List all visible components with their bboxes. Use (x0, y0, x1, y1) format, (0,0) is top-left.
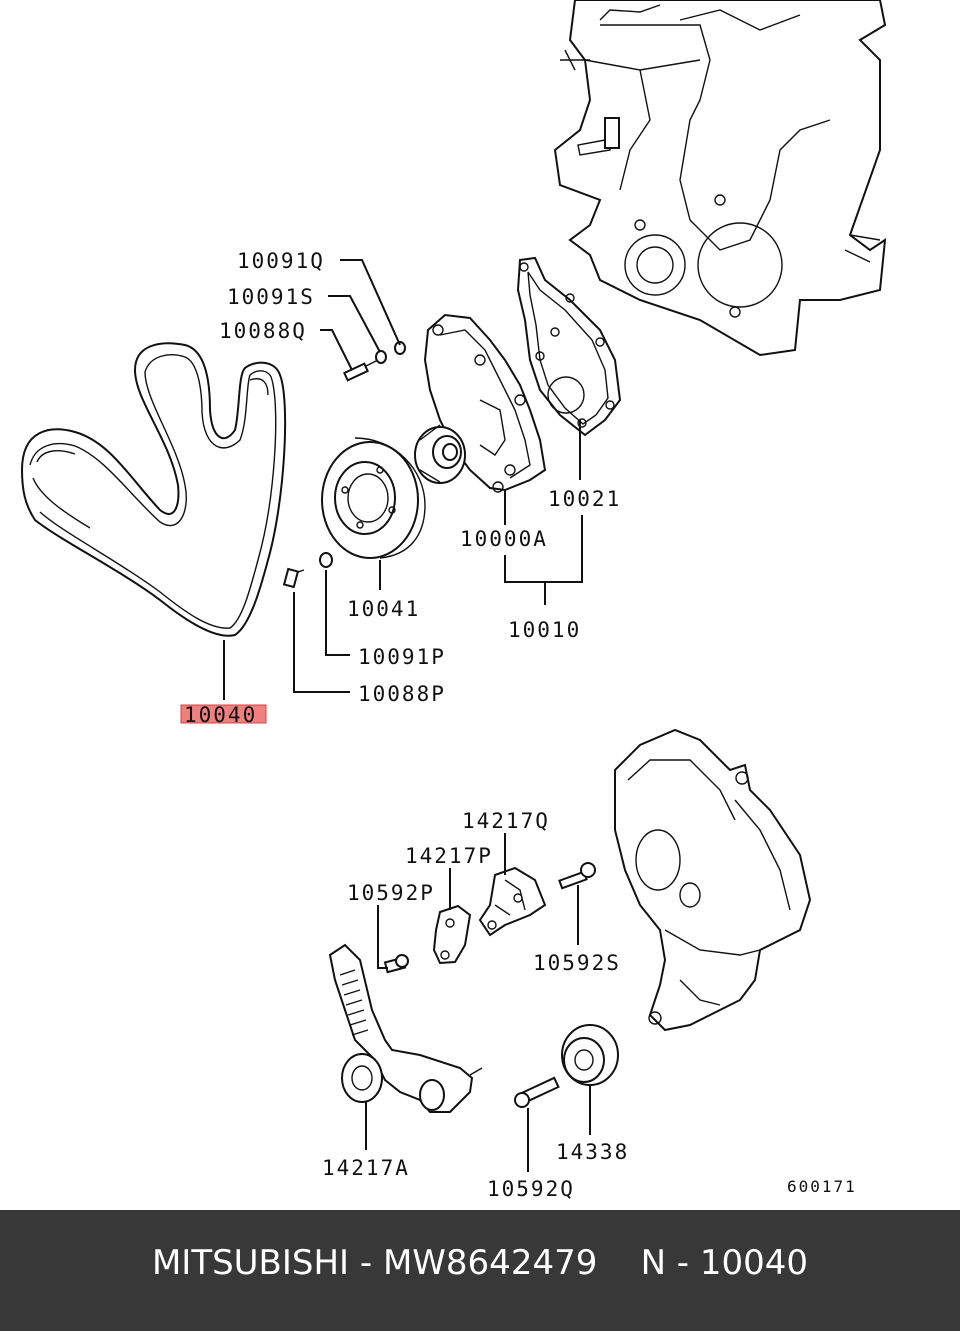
parts-diagram: 10091Q 10091S 10088Q 10021 10000A 10041 … (20, 0, 887, 1201)
bolt-10592Q (514, 1076, 560, 1108)
washer-10091Q (394, 341, 406, 355)
drive-belt-10040 (20, 342, 287, 637)
leader-lines (223, 259, 591, 1172)
bracket-14217Q (478, 866, 547, 937)
label-10088Q: 10088Q (219, 319, 307, 343)
label-10010: 10010 (508, 618, 581, 642)
idler-pulley-14338 (561, 1024, 619, 1086)
part-labels: 10091Q 10091S 10088Q 10021 10000A 10041 … (184, 249, 857, 1201)
part-number-caption: MITSUBISHI - MW8642479 N - 10040 (151, 1242, 809, 1283)
label-10088P: 10088P (358, 682, 446, 706)
highlight-10040 (180, 704, 267, 724)
gasket-10021 (516, 256, 622, 437)
diagram-id: 600171 (787, 1177, 857, 1196)
label-10592P: 10592P (347, 881, 435, 905)
bolt-10088P (282, 567, 305, 589)
tensioner-14217A (328, 943, 483, 1113)
engine-block (553, 0, 887, 357)
bolt-10592P (383, 954, 409, 974)
label-14217P: 14217P (405, 844, 493, 868)
washer-10091P (319, 552, 333, 568)
label-10091P: 10091P (358, 645, 446, 669)
label-14217A: 14217A (322, 1156, 410, 1180)
washer-10091S (375, 350, 387, 364)
label-14338: 14338 (556, 1140, 629, 1164)
label-10000A: 10000A (460, 527, 548, 551)
pulley-10041 (321, 437, 426, 559)
label-10091Q: 10091Q (237, 249, 325, 273)
label-10040: 10040 (184, 703, 257, 727)
label-10041: 10041 (347, 597, 420, 621)
bolt-10592S (558, 862, 596, 890)
label-10592S: 10592S (533, 951, 621, 975)
label-10021: 10021 (548, 487, 621, 511)
accessory-bracket (614, 728, 812, 1032)
label-10592Q: 10592Q (487, 1177, 575, 1201)
water-pump-10000A (414, 313, 547, 493)
label-10091S: 10091S (227, 285, 315, 309)
bolt-10088Q (343, 359, 379, 382)
footer-bar: MITSUBISHI - MW8642479 N - 10040 (0, 1210, 960, 1331)
bracket-14217P (432, 904, 472, 965)
label-14217Q: 14217Q (462, 809, 550, 833)
